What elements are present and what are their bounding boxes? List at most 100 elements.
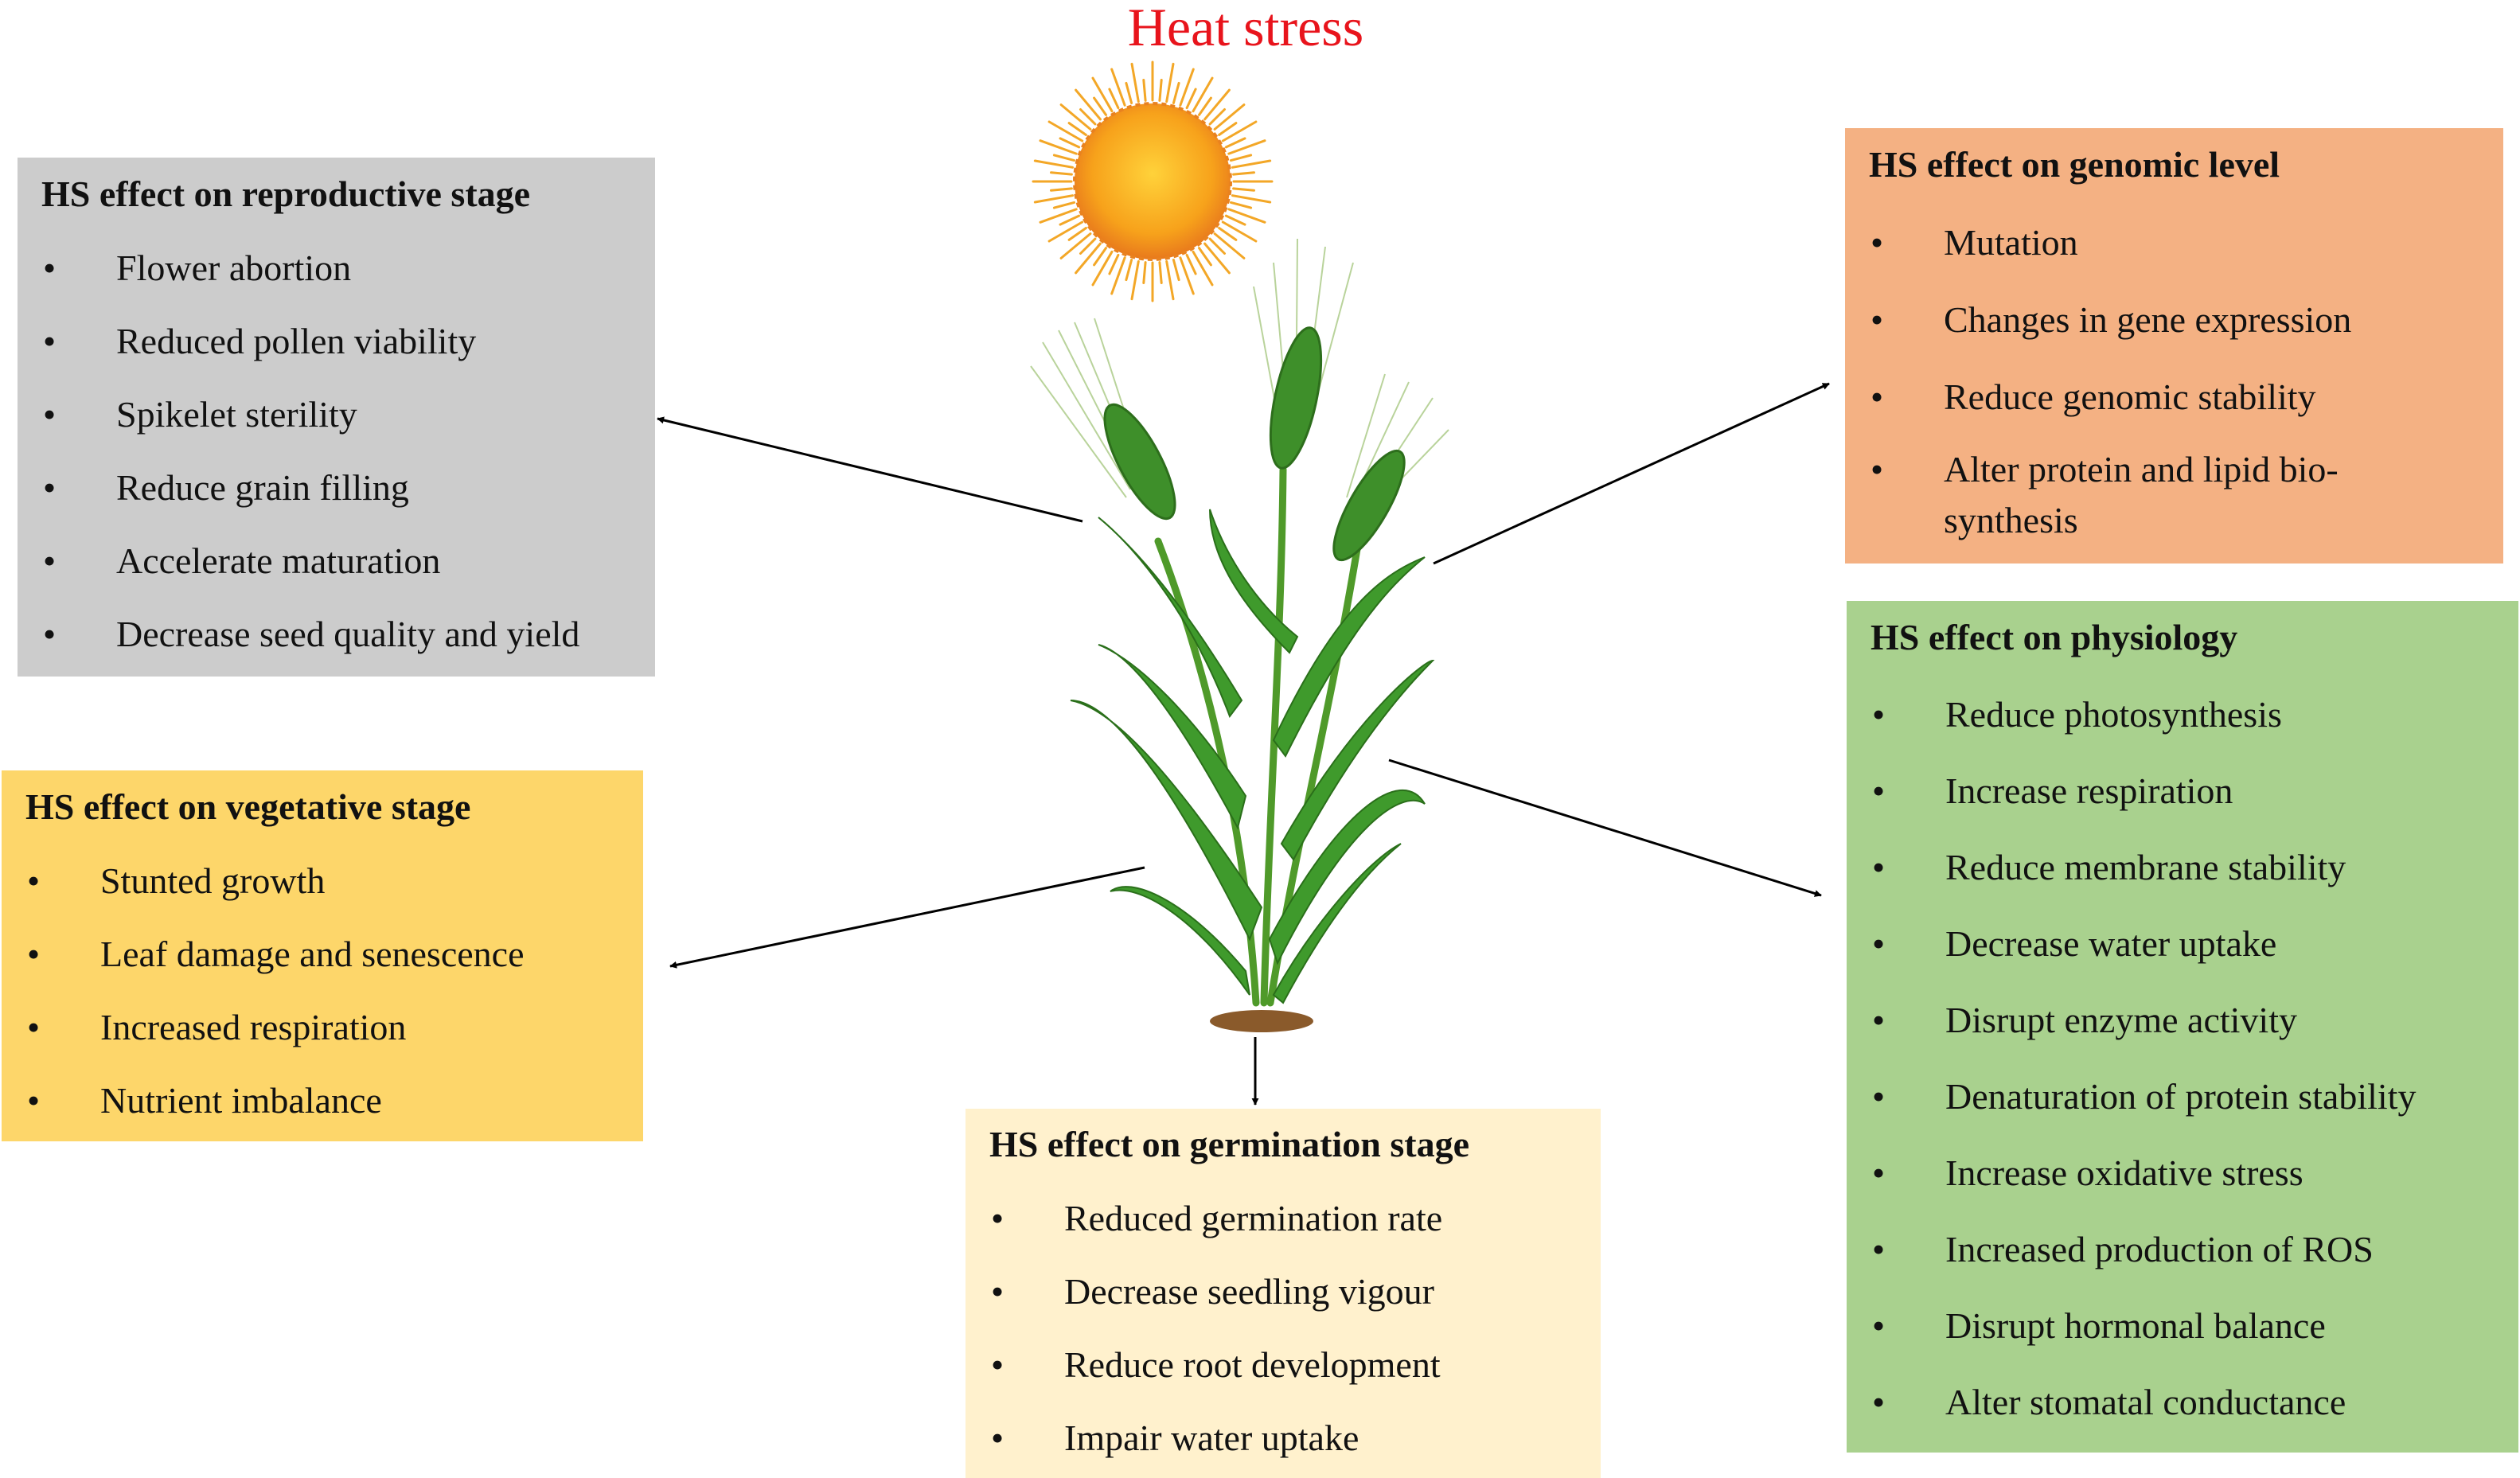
sun-ray [1208,237,1226,255]
genomic-level-heading: HS effect on genomic level [1869,144,2280,185]
sun-ray [1165,260,1175,301]
sun-ray [1130,62,1140,103]
sun-ray [1142,79,1147,102]
sun-ray [1110,68,1126,107]
physiology-heading: HS effect on physiology [1870,617,2238,657]
sun-icon [1032,60,1274,302]
list-item: Reduced germination rate [989,1197,1585,1240]
arrow-to-reproductive [657,416,1083,523]
sun-ray [1203,88,1231,121]
sun-ray [1192,76,1214,113]
sun-ray [1165,62,1175,103]
vegetative-stage-heading: HS effect on vegetative stage [25,786,471,827]
sun-ray [1067,227,1087,241]
sun-ray [1231,194,1272,204]
list-item: Impair water uptake [989,1417,1585,1460]
sun-ray [1221,220,1258,243]
sun-ray [1079,237,1097,255]
sun-ray [1185,88,1197,110]
sun-ray [1059,103,1092,131]
list-item: Alter protein and lipid bio-synthesis [1869,444,2487,546]
sun-ray [1218,227,1238,241]
sun-ray [1050,187,1073,192]
sun-ray [1230,154,1253,162]
list-item: Mutation [1869,221,2487,264]
sun-ray [1227,208,1266,224]
sun-ray [1091,250,1114,287]
sun-ray [1125,259,1133,282]
sun-ray [1110,256,1126,295]
sun-ray [1079,108,1097,126]
sun-ray [1232,187,1255,192]
list-item: Stunted growth [25,860,627,903]
arrow-to-physiology [1388,758,1822,897]
list-item: Decrease water uptake [1870,922,2502,965]
list-item: Accelerate maturation [41,540,639,583]
arrow-to-genomic [1433,382,1830,565]
vegetative-stage-box: HS effect on vegetative stage Stunted gr… [2,770,643,1141]
sun-ray [1108,88,1120,110]
sun-ray [1125,81,1133,104]
germination-stage-heading: HS effect on germination stage [989,1124,1469,1164]
sun-ray [1179,256,1195,295]
list-item: Nutrient imbalance [25,1079,627,1122]
sun-ray [1232,171,1255,176]
sun-ray [1059,137,1081,149]
list-item: Leaf damage and senescence [25,933,627,976]
germination-stage-box: HS effect on germination stage Reduced g… [965,1109,1601,1478]
genomic-level-list: Mutation Changes in gene expression Redu… [1869,221,2487,546]
sun-ray [1224,214,1246,226]
physiology-list: Reduce photosynthesis Increase respirati… [1870,693,2502,1424]
sun-ray [1075,242,1102,275]
sun-ray [1172,259,1180,282]
sun-ray [1091,76,1114,113]
sun-ray [1093,96,1107,116]
sun-ray [1230,201,1253,209]
list-item: Decrease seed quality and yield [41,613,639,656]
list-item: Flower abortion [41,247,639,290]
list-item: Alter stomatal conductance [1870,1381,2502,1424]
arrows [657,382,1830,1106]
list-item: Disrupt hormonal balance [1870,1304,2502,1347]
list-item: Reduce photosynthesis [1870,693,2502,736]
list-item: Increased production of ROS [1870,1228,2502,1271]
sun-ray [1158,261,1163,284]
sun-ray [1067,122,1087,136]
sun-ray [1227,139,1266,155]
sun-ray [1198,247,1212,267]
list-item: Reduced pollen viability [41,320,639,363]
vegetative-stage-list: Stunted growth Leaf damage and senescenc… [25,860,627,1122]
sun-ray [1179,68,1195,107]
list-item: Increased respiration [25,1006,627,1049]
diagram-title: Heat stress [1127,0,1364,57]
reproductive-stage-list: Flower abortion Reduced pollen viability… [41,247,639,656]
list-item: Reduce root development [989,1343,1585,1386]
arrow-to-vegetative [669,866,1145,969]
reproductive-stage-box: HS effect on reproductive stage Flower a… [18,158,655,677]
reproductive-stage-heading: HS effect on reproductive stage [41,174,531,214]
sun-ray [1059,232,1092,259]
germination-stage-list: Reduced germination rate Decrease seedli… [989,1197,1585,1460]
list-item: Reduce membrane stability [1870,846,2502,889]
sun-ray [1052,201,1075,209]
sun-ray [1093,247,1107,267]
sun-ray [1059,214,1081,226]
sun-ray [1172,81,1180,104]
sun-ray [1213,103,1246,131]
genomic-level-box: HS effect on genomic level Mutation Chan… [1845,128,2503,564]
sun-ray [1050,171,1073,176]
sun-ray [1198,96,1212,116]
sun-ray [1039,208,1078,224]
list-item: Reduce genomic stability [1869,376,2487,419]
sun-ray [1203,242,1231,275]
sun-ray [1192,250,1214,287]
list-item: Changes in gene expression [1869,298,2487,341]
sun-ray [1039,139,1078,155]
wheat-plant-icon [1030,238,1449,1032]
sun-ray [1108,253,1120,275]
sun-ray [1047,220,1084,243]
sun-ray [1130,260,1140,301]
sun-ray [1052,154,1075,162]
list-item: Increase oxidative stress [1870,1152,2502,1195]
